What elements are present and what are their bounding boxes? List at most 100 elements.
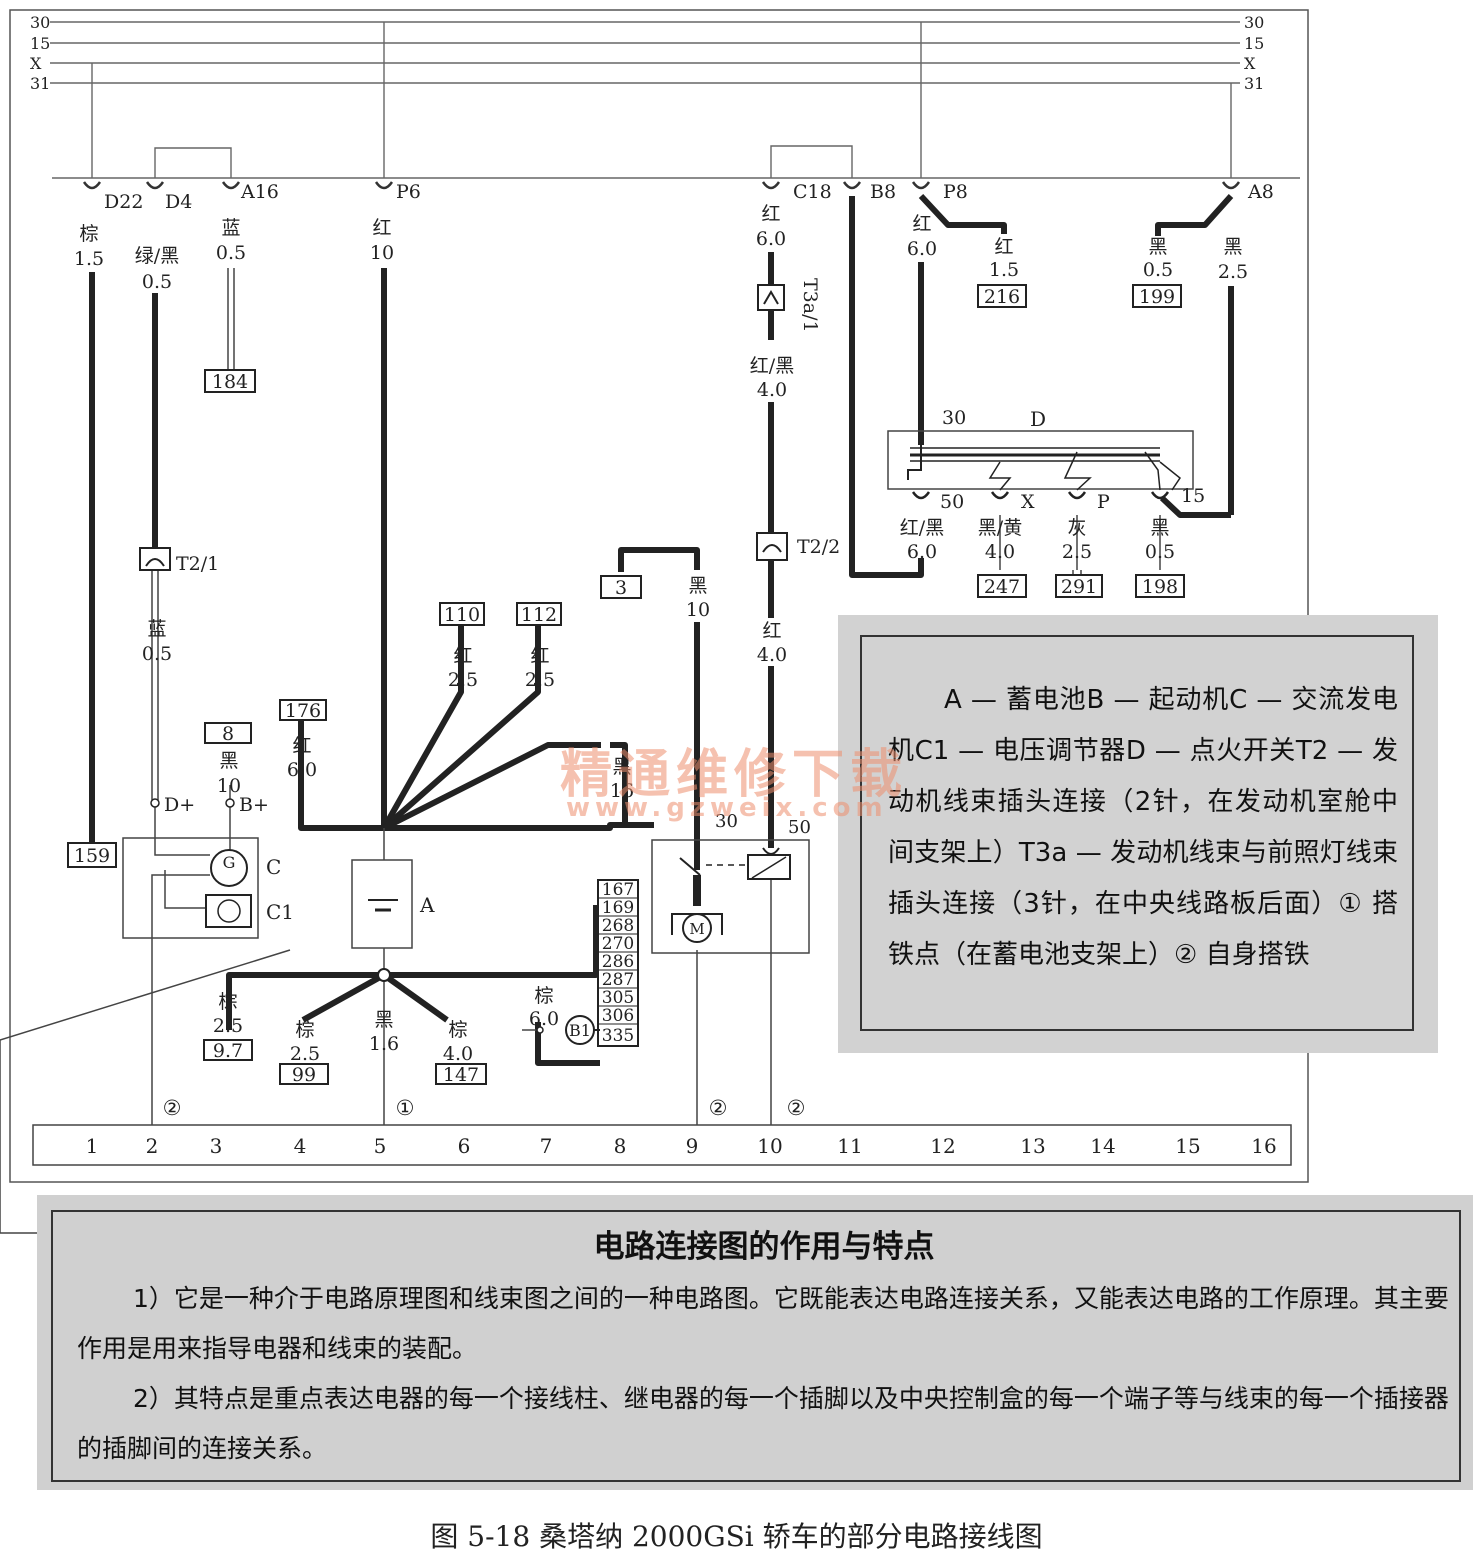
wire-color: 蓝 [147, 618, 166, 640]
wire-size: 2.5 [213, 1015, 243, 1037]
terminal-label: D+ [164, 794, 195, 816]
wire-color: 黑 [688, 575, 707, 597]
component-label: C1 [266, 900, 294, 924]
rail-label: 15 [1244, 34, 1264, 53]
wire-size: 2.5 [1218, 261, 1248, 283]
reference-number: 159 [74, 845, 110, 867]
wire-color: 红 [372, 217, 391, 239]
light-wires [151, 268, 1161, 1125]
connector-label: D4 [165, 191, 192, 213]
terminal-label: 30 [715, 811, 738, 832]
column-number: 5 [374, 1134, 387, 1158]
reference-number: 198 [1142, 576, 1178, 598]
wire-color: 红/黑 [750, 355, 794, 377]
reference-number: 216 [984, 286, 1020, 308]
component-label: C [266, 855, 281, 879]
power-rails [50, 21, 1240, 84]
reference-number: 270 [602, 934, 634, 954]
reference-number: 291 [1061, 576, 1097, 598]
legend-text: A — 蓄电池B — 起动机C — 交流发电机C1 — 电压调节器D — 点火开… [860, 635, 1414, 1031]
reference-number: 3 [615, 577, 627, 599]
connector-label: C18 [793, 181, 832, 203]
column-number: 13 [1020, 1134, 1045, 1158]
rail-label: 31 [30, 74, 50, 93]
wire-size: 6.0 [907, 238, 937, 260]
plug-t3a-1 [757, 284, 785, 311]
terminal-label: 50 [940, 491, 964, 513]
column-number: 6 [458, 1134, 471, 1158]
info-panel: 电路连接图的作用与特点 1）它是一种介于电路原理图和线束图之间的一种电路图。它既… [37, 1195, 1473, 1490]
watermark-url: www.gzweix.com [566, 793, 888, 823]
ground-marker: ② [709, 1096, 728, 1120]
starter-block [651, 839, 810, 954]
reference-number: 8 [222, 723, 234, 745]
reference-number: 335 [602, 1026, 634, 1046]
column-number: 9 [686, 1134, 699, 1158]
connector-label: T3a/1 [799, 278, 821, 333]
rail-label: 15 [30, 34, 50, 53]
wire-size: 0.5 [1143, 259, 1173, 281]
rail-label: 30 [30, 13, 50, 32]
connector-label: T2/1 [176, 553, 219, 575]
reference-number: 268 [602, 916, 634, 936]
wire-color: 黑 [374, 1009, 393, 1031]
column-number: 10 [757, 1134, 782, 1158]
wire-color: 红/黑 [900, 517, 944, 539]
reference-number: 167 [602, 880, 634, 900]
ignition-switch-block [887, 430, 1194, 500]
connector-label: P6 [396, 181, 421, 203]
wire-size: 6.0 [529, 1008, 559, 1030]
wire-color: 红 [912, 213, 931, 235]
reference-number: 99 [292, 1064, 316, 1086]
reference-number: 147 [443, 1064, 479, 1086]
reference-number: 306 [602, 1006, 634, 1026]
info-paragraph: 1）它是一种介于电路原理图和线束图之间的一种电路图。它既能表达电路连接关系，又能… [77, 1284, 1449, 1363]
connector-label: B8 [870, 181, 896, 203]
connector-label: A16 [240, 181, 279, 203]
wire-size: 0.5 [216, 242, 246, 264]
info-paragraph: 2）其特点是重点表达电器的每一个接线柱、继电器的每一个插脚以及中央控制盒的每一个… [77, 1384, 1449, 1463]
wire-color: 棕 [534, 985, 553, 1007]
reference-number: 176 [285, 700, 321, 722]
column-number: 3 [210, 1134, 223, 1158]
figure-caption: 图 5-18 桑塔纳 2000GSi 轿车的部分电路接线图 [430, 1520, 1043, 1553]
reference-stack: 167 169 268 270 286 287 305 306 335 [597, 879, 639, 1047]
reference-number: 169 [602, 898, 634, 918]
wire-size: 4.0 [757, 644, 787, 666]
reference-number: 110 [444, 604, 480, 626]
generator-block [122, 798, 259, 939]
wire-color: 黑 [1150, 517, 1169, 539]
wire-color: 红 [292, 735, 311, 757]
connector-sockets [82, 181, 1241, 190]
wire-color: 棕 [79, 223, 98, 245]
wire-size: 16 [610, 780, 634, 802]
column-number: 1 [86, 1134, 99, 1158]
rail-label: X [30, 54, 42, 73]
connector-label: A8 [1247, 181, 1274, 203]
column-number: 15 [1175, 1134, 1200, 1158]
info-title: 电路连接图的作用与特点 [593, 1229, 935, 1265]
ground-marker: ② [787, 1096, 806, 1120]
rail-label: X [1244, 54, 1256, 73]
connector-label: T2/2 [797, 536, 840, 558]
wire-color: 红 [453, 645, 472, 667]
column-bar [32, 1124, 1292, 1166]
callout-line [0, 949, 291, 1234]
column-number: 2 [146, 1134, 159, 1158]
wire-size: 6.0 [756, 228, 786, 250]
wire-color: 绿/黑 [135, 245, 179, 267]
battery-block [351, 859, 413, 982]
wire-color: 红 [994, 236, 1013, 258]
wire-size: 2.5 [448, 669, 478, 691]
column-number: 11 [837, 1134, 862, 1158]
wire-color: 红 [762, 620, 781, 642]
generator-symbol: G [223, 853, 236, 872]
wire-size: 10 [370, 242, 394, 264]
component-label: A [419, 893, 435, 917]
wire-color: 红 [761, 203, 780, 225]
terminal-b1 [536, 1015, 600, 1045]
terminal-label: B+ [239, 794, 269, 816]
diagram-frame [9, 9, 1309, 1183]
terminal-label: 50 [788, 817, 811, 838]
reference-number: 184 [212, 371, 248, 393]
